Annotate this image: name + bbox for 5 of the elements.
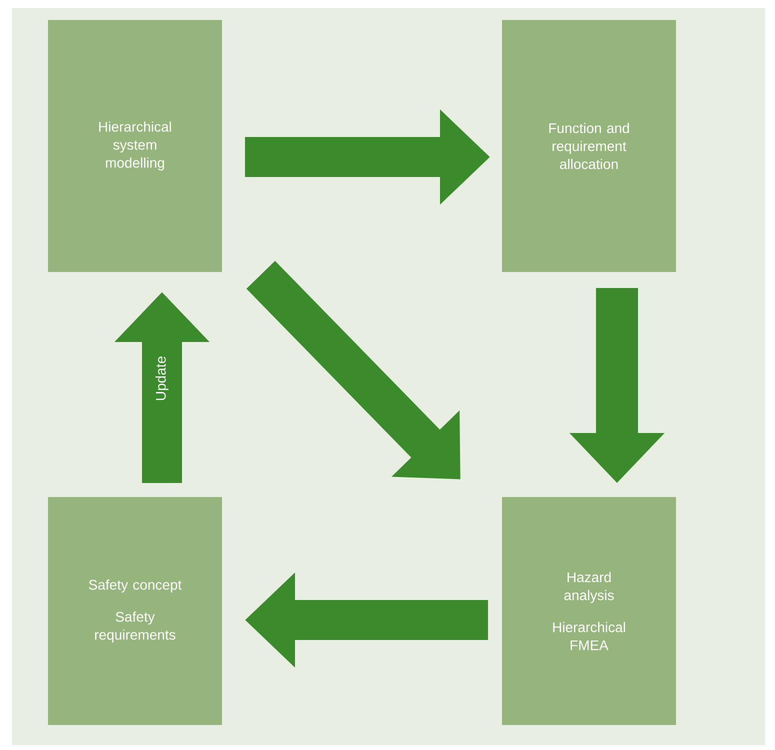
process-box: Hierarchical system modelling [48, 20, 222, 272]
process-box: Safety concept Safety requirements [48, 497, 222, 725]
process-box: Function and requirement allocation [502, 20, 676, 272]
edge-label: Update [154, 354, 170, 402]
process-box: Hazard analysis Hierarchical FMEA [502, 497, 676, 725]
